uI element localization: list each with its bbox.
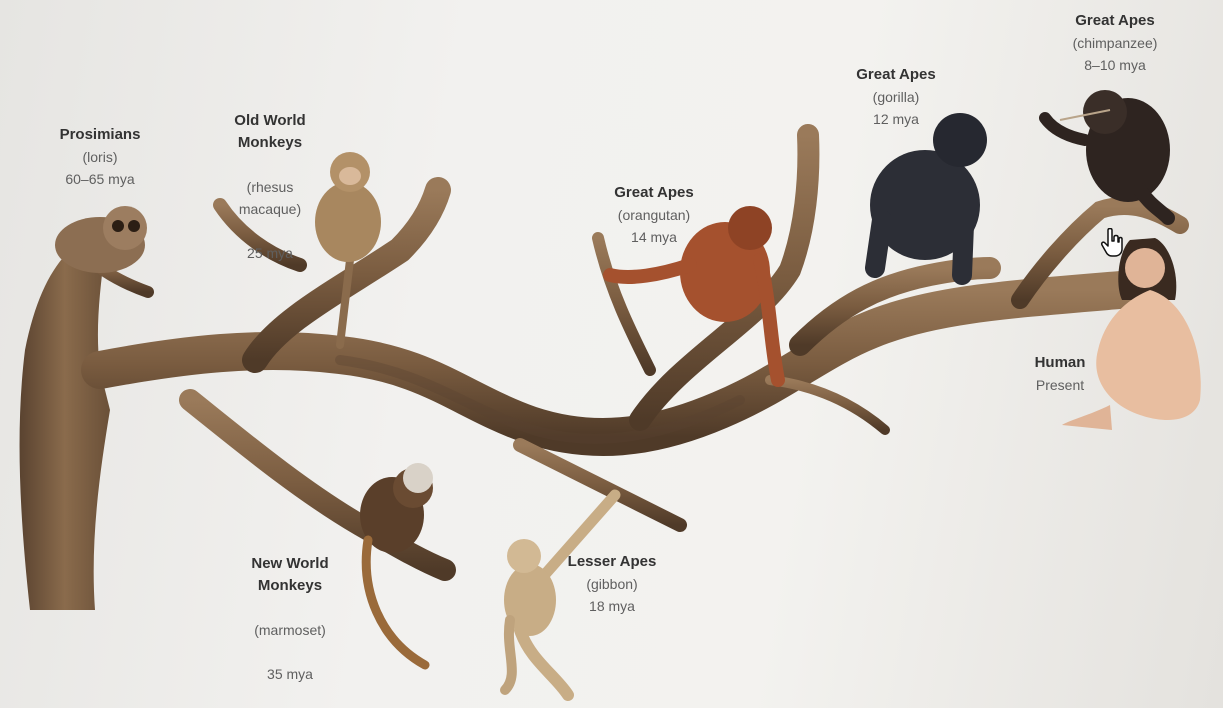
group-date: 18 mya (552, 595, 672, 617)
tree-trunk (20, 250, 110, 610)
group-name: New World Monkeys (230, 553, 350, 597)
group-name: Great Apes (594, 182, 714, 204)
hand-pointer-icon (1100, 228, 1126, 258)
loris-illustration (55, 206, 147, 273)
group-name: Human (1015, 352, 1105, 374)
group-date: Present (1015, 374, 1105, 396)
group-example: (gibbon) (552, 573, 672, 595)
group-date: 35 mya (230, 663, 350, 685)
group-date: 25 mya (215, 242, 325, 264)
group-date: 60–65 mya (40, 168, 160, 190)
group-example: (gorilla) (836, 86, 956, 108)
group-example: (chimpanzee) (1050, 32, 1180, 54)
group-example: (rhesus macaque) (215, 176, 325, 220)
label-great-apes-orangutan: Great Apes (orangutan) 14 mya (594, 182, 714, 248)
group-name: Great Apes (836, 64, 956, 86)
group-name: Prosimians (40, 124, 160, 146)
group-example: (marmoset) (230, 619, 350, 641)
group-name: Lesser Apes (552, 551, 672, 573)
group-example: (loris) (40, 146, 160, 168)
label-prosimians: Prosimians (loris) 60–65 mya (40, 124, 160, 190)
label-human: Human Present (1015, 352, 1105, 396)
label-great-apes-chimpanzee: Great Apes (chimpanzee) 8–10 mya (1050, 10, 1180, 76)
group-date: 12 mya (836, 108, 956, 130)
label-new-world-monkeys: New World Monkeys (marmoset) 35 mya (230, 531, 350, 707)
group-name: Great Apes (1050, 10, 1180, 32)
group-example: (orangutan) (594, 204, 714, 226)
group-date: 8–10 mya (1050, 54, 1180, 76)
label-old-world-monkeys: Old World Monkeys (rhesus macaque) 25 my… (215, 88, 325, 286)
group-date: 14 mya (594, 226, 714, 248)
human-illustration (1062, 238, 1201, 430)
label-great-apes-gorilla: Great Apes (gorilla) 12 mya (836, 64, 956, 130)
group-name: Old World Monkeys (215, 110, 325, 154)
label-lesser-apes: Lesser Apes (gibbon) 18 mya (552, 551, 672, 617)
gorilla-illustration (870, 113, 987, 275)
